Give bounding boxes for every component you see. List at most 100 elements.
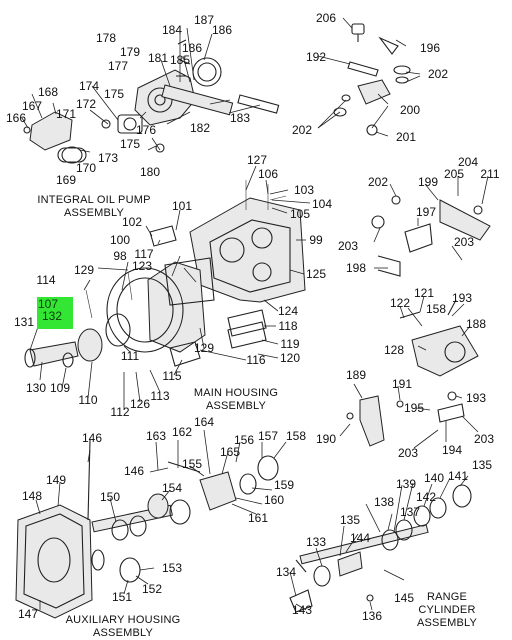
callout-202[interactable]: 202 <box>367 175 389 189</box>
callout-184[interactable]: 184 <box>161 23 183 37</box>
callout-177[interactable]: 177 <box>107 59 129 73</box>
callout-175[interactable]: 175 <box>103 87 125 101</box>
callout-112[interactable]: 112 <box>110 405 130 419</box>
callout-206[interactable]: 206 <box>315 11 337 25</box>
callout-179[interactable]: 179 <box>119 45 141 59</box>
callout-172[interactable]: 172 <box>75 97 97 111</box>
callout-144[interactable]: 144 <box>349 531 371 545</box>
callout-158[interactable]: 158 <box>285 429 307 443</box>
callout-99[interactable]: 99 <box>309 233 323 247</box>
callout-122[interactable]: 122 <box>389 296 411 310</box>
callout-201[interactable]: 201 <box>395 130 417 144</box>
callout-135[interactable]: 135 <box>471 458 493 472</box>
callout-192[interactable]: 192 <box>305 50 327 64</box>
callout-202[interactable]: 202 <box>291 123 313 137</box>
callout-141[interactable]: 141 <box>447 469 469 483</box>
callout-191[interactable]: 191 <box>391 377 413 391</box>
callout-98[interactable]: 98 <box>113 249 127 263</box>
callout-124[interactable]: 124 <box>277 304 299 318</box>
callout-189[interactable]: 189 <box>345 368 367 382</box>
callout-171[interactable]: 171 <box>55 107 77 121</box>
callout-157[interactable]: 157 <box>257 429 279 443</box>
callout-142[interactable]: 142 <box>415 490 437 504</box>
callout-188[interactable]: 188 <box>465 317 487 331</box>
callout-123[interactable]: 123 <box>131 259 153 273</box>
callout-146[interactable]: 146 <box>123 464 145 478</box>
callout-196[interactable]: 196 <box>419 41 441 55</box>
callout-118[interactable]: 118 <box>278 319 298 333</box>
callout-163[interactable]: 163 <box>145 429 167 443</box>
callout-114[interactable]: 114 <box>36 273 56 287</box>
callout-203[interactable]: 203 <box>337 239 359 253</box>
callout-147[interactable]: 147 <box>17 607 39 621</box>
callout-211[interactable]: 211 <box>480 167 500 181</box>
callout-140[interactable]: 140 <box>423 471 445 485</box>
callout-126[interactable]: 126 <box>129 397 151 411</box>
callout-106[interactable]: 106 <box>257 167 279 181</box>
callout-120[interactable]: 120 <box>279 351 301 365</box>
callout-129[interactable]: 129 <box>73 263 95 277</box>
callout-199[interactable]: 199 <box>417 175 439 189</box>
callout-121[interactable]: 121 <box>413 286 435 300</box>
callout-155[interactable]: 155 <box>181 457 203 471</box>
callout-197[interactable]: 197 <box>415 205 437 219</box>
callout-161[interactable]: 161 <box>247 511 269 525</box>
callout-173[interactable]: 173 <box>97 151 119 165</box>
callout-190[interactable]: 190 <box>315 432 337 446</box>
callout-136[interactable]: 136 <box>361 609 383 623</box>
highlighted-part-marker[interactable]: 107 132 <box>37 297 73 329</box>
callout-111[interactable]: 111 <box>120 349 140 363</box>
callout-182[interactable]: 182 <box>189 121 211 135</box>
callout-195[interactable]: 195 <box>403 401 425 415</box>
callout-146[interactable]: 146 <box>81 431 103 445</box>
callout-128[interactable]: 128 <box>383 343 405 357</box>
callout-116[interactable]: 116 <box>246 353 266 367</box>
callout-156[interactable]: 156 <box>233 433 255 447</box>
callout-160[interactable]: 160 <box>263 493 285 507</box>
callout-138[interactable]: 138 <box>373 495 395 509</box>
callout-110[interactable]: 110 <box>78 393 98 407</box>
callout-148[interactable]: 148 <box>21 489 43 503</box>
callout-193[interactable]: 193 <box>465 391 487 405</box>
callout-101[interactable]: 101 <box>171 199 193 213</box>
callout-135[interactable]: 135 <box>339 513 361 527</box>
callout-169[interactable]: 169 <box>55 173 77 187</box>
callout-131[interactable]: 131 <box>13 315 35 329</box>
callout-194[interactable]: 194 <box>441 443 463 457</box>
callout-183[interactable]: 183 <box>229 111 251 125</box>
callout-193[interactable]: 193 <box>451 291 473 305</box>
callout-165[interactable]: 165 <box>219 445 241 459</box>
callout-187[interactable]: 187 <box>193 13 215 27</box>
callout-113[interactable]: 113 <box>150 389 170 403</box>
callout-186[interactable]: 186 <box>211 23 233 37</box>
callout-168[interactable]: 168 <box>37 85 59 99</box>
callout-203[interactable]: 203 <box>453 235 475 249</box>
callout-167[interactable]: 167 <box>21 99 43 113</box>
callout-129[interactable]: 129 <box>193 341 215 355</box>
callout-202[interactable]: 202 <box>427 67 449 81</box>
callout-145[interactable]: 145 <box>393 591 415 605</box>
callout-137[interactable]: 137 <box>399 505 421 519</box>
callout-115[interactable]: 115 <box>162 369 182 383</box>
callout-105[interactable]: 105 <box>289 207 311 221</box>
callout-164[interactable]: 164 <box>193 415 215 429</box>
callout-159[interactable]: 159 <box>273 478 295 492</box>
callout-119[interactable]: 119 <box>280 337 300 351</box>
callout-104[interactable]: 104 <box>311 197 333 211</box>
callout-102[interactable]: 102 <box>121 215 143 229</box>
callout-166[interactable]: 166 <box>5 111 27 125</box>
callout-203[interactable]: 203 <box>397 446 419 460</box>
callout-149[interactable]: 149 <box>45 473 67 487</box>
callout-203[interactable]: 203 <box>473 432 495 446</box>
callout-150[interactable]: 150 <box>99 490 121 504</box>
callout-185[interactable]: 185 <box>169 53 191 67</box>
callout-174[interactable]: 174 <box>78 79 100 93</box>
callout-103[interactable]: 103 <box>293 183 315 197</box>
callout-139[interactable]: 139 <box>395 477 417 491</box>
callout-204[interactable]: 204 <box>457 155 479 169</box>
callout-109[interactable]: 109 <box>49 381 71 395</box>
callout-100[interactable]: 100 <box>109 233 131 247</box>
callout-170[interactable]: 170 <box>75 161 97 175</box>
callout-151[interactable]: 151 <box>111 590 133 604</box>
callout-132[interactable]: 132 <box>42 309 63 323</box>
